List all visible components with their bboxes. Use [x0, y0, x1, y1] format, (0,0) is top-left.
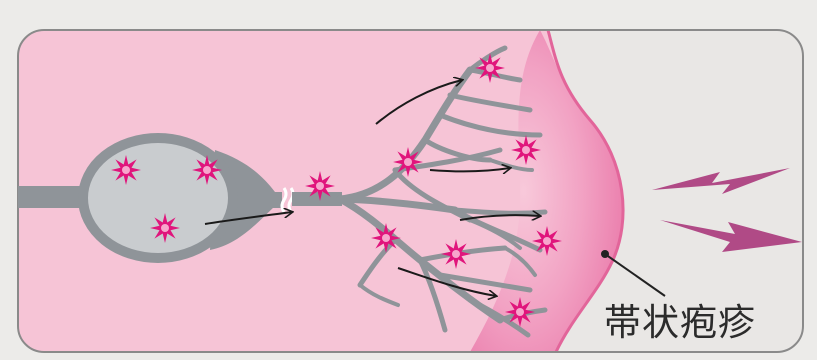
virus-particle-core — [452, 250, 460, 258]
virus-particle-core — [203, 166, 211, 174]
virus-particle-core — [522, 146, 530, 154]
herpes-zoster-label: 帯状疱疹 — [604, 292, 756, 346]
virus-particle-core — [316, 182, 324, 190]
virus-particle-core — [404, 158, 412, 166]
virus-particle-core — [516, 308, 524, 316]
nerve-cell-body — [83, 138, 233, 258]
virus-particle-core — [122, 166, 130, 174]
virus-particle-core — [161, 224, 169, 232]
virus-particle-core — [543, 237, 551, 245]
virus-particle-core — [382, 234, 390, 242]
virus-particle-core — [486, 64, 494, 72]
